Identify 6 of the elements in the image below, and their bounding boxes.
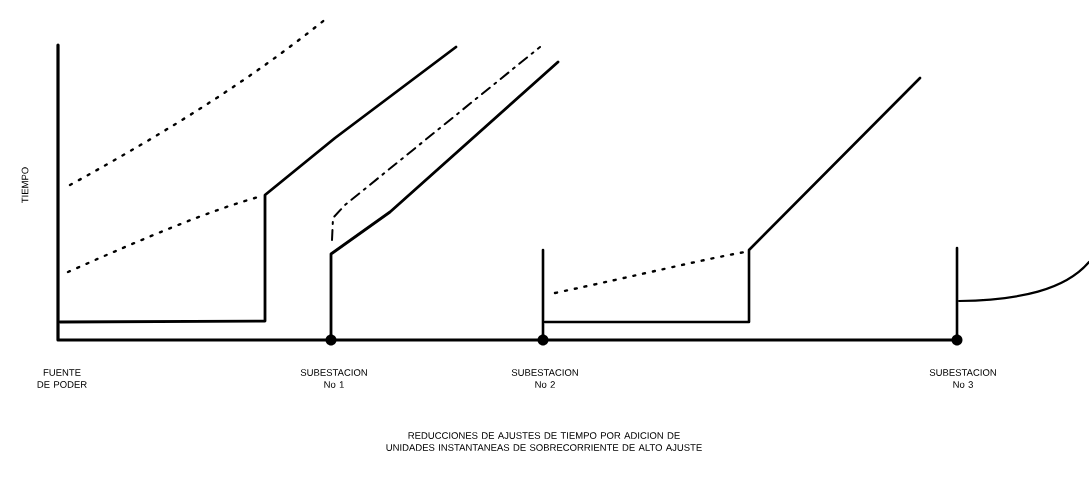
axis-label: FUENTE DE PODER — [37, 369, 87, 388]
axis-label: SUBESTACION No 2 — [511, 369, 578, 388]
caption: REDUCCIONES DE AJUSTES DE TIEMPO POR ADICION DE UNIDADES INSTANTANEAS DE SOBRECORRIENTE DE ALTO AJUSTE — [386, 432, 702, 451]
axis-label: SUBESTACION No 1 — [300, 369, 367, 388]
axis-label: SUBESTACION No 3 — [929, 369, 996, 388]
axis-label: TIEMPO — [21, 167, 29, 203]
